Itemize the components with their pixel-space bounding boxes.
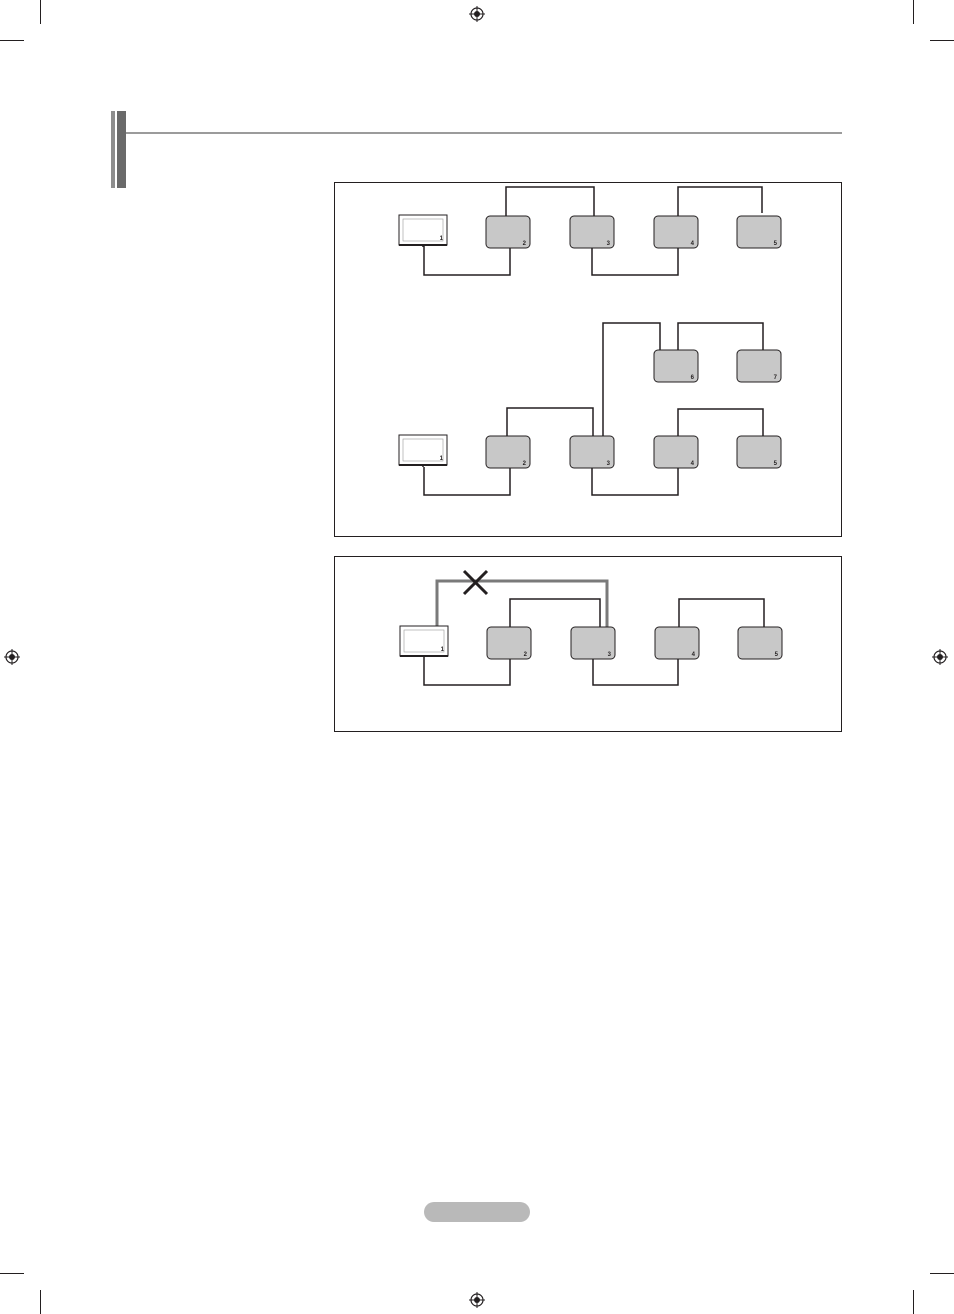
cable-link [679, 599, 764, 627]
av-device-box: 2 [486, 436, 530, 468]
crop-mark [40, 0, 41, 24]
cable-link [592, 467, 678, 495]
registration-mark-icon [469, 1292, 485, 1308]
av-device-box: 7 [737, 350, 781, 382]
registration-mark-icon [932, 649, 948, 665]
cable-link [678, 187, 762, 217]
registration-mark-icon [4, 649, 20, 665]
av-device-box: 5 [737, 436, 781, 468]
invalid-cable-link [437, 581, 607, 628]
crop-mark [913, 0, 914, 24]
page-number-pill [424, 1202, 530, 1222]
av-device-box: 5 [738, 627, 782, 659]
av-device-box: 6 [654, 350, 698, 382]
crop-mark [0, 1273, 24, 1274]
crop-mark [913, 1290, 914, 1314]
tv-icon: 1 [400, 626, 448, 658]
cable-link [424, 246, 510, 275]
av-device-box: 3 [570, 216, 614, 248]
registration-mark-icon [469, 6, 485, 22]
section-header-bar [111, 111, 126, 188]
connection-diagram-invalid: 1 2 3 4 5 [334, 556, 842, 732]
crop-mark [40, 1290, 41, 1314]
cable-link [603, 323, 660, 437]
av-device-box: 2 [487, 627, 531, 659]
cable-link [678, 323, 763, 351]
cable-link [424, 467, 510, 495]
av-device-box: 4 [654, 216, 698, 248]
cable-link [678, 409, 763, 437]
av-device-box: 4 [654, 436, 698, 468]
cable-link [510, 599, 600, 627]
av-device-box: 4 [655, 627, 699, 659]
av-device-box: 2 [486, 216, 530, 248]
cable-link [424, 658, 510, 685]
av-device-box: 5 [737, 216, 781, 248]
tv-icon: 1 [399, 215, 447, 247]
crop-mark [930, 40, 954, 41]
crop-mark [930, 1273, 954, 1274]
crop-mark [0, 40, 24, 41]
cable-link [592, 246, 678, 275]
section-header-rule [126, 132, 842, 134]
tv-icon: 1 [399, 435, 447, 467]
cable-link [507, 408, 593, 437]
av-device-box: 3 [570, 436, 614, 468]
av-device-box: 3 [571, 627, 615, 659]
cable-link [506, 187, 594, 217]
connection-diagram-valid: 1 2 3 4 5 6 7 [334, 182, 842, 537]
cable-link [593, 658, 678, 685]
